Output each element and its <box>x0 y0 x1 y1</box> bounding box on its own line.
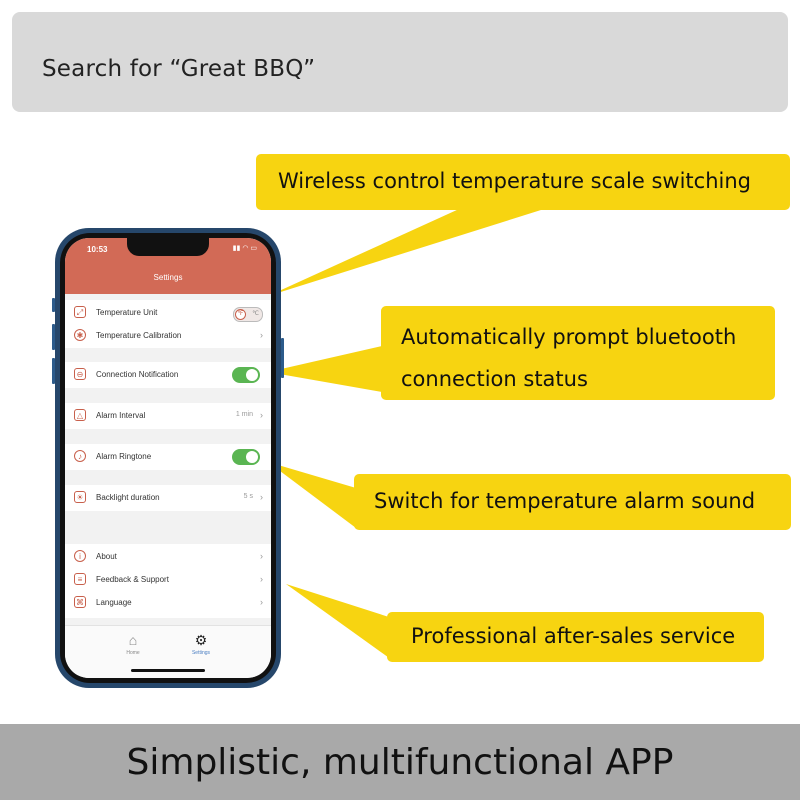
backlight-duration-value: 5 s <box>243 493 253 500</box>
settings-label: Alarm Ringtone <box>96 452 152 461</box>
tab-bar: ⌂ Home ⚙ Settings <box>65 625 271 678</box>
page-title: Settings <box>153 273 183 282</box>
settings-row-temperature-calibration[interactable]: ✱ Temperature Calibration › <box>65 325 271 347</box>
pointer-bluetooth <box>268 346 382 392</box>
footer-headline: Simplistic, multifunctional APP <box>126 742 674 783</box>
thermometer-icon: ⤢ <box>74 306 86 318</box>
alarm-ringtone-toggle[interactable] <box>232 449 260 465</box>
toggle-knob <box>246 369 258 381</box>
temperature-unit-switch[interactable]: ℉ ℃ <box>233 307 263 322</box>
info-icon: i <box>74 550 86 562</box>
settings-label: Connection Notification <box>96 370 179 379</box>
tab-label: Home <box>126 650 140 656</box>
feedback-icon: ≡ <box>74 573 86 585</box>
alarm-interval-value: 1 min <box>235 411 253 418</box>
link-icon: ⊖ <box>74 368 86 380</box>
callout-temp-scale-text: Wireless control temperature scale switc… <box>278 169 751 193</box>
callout-alarm-sound-text: Switch for temperature alarm sound <box>374 489 756 513</box>
home-indicator <box>131 669 205 672</box>
gear-icon: ⚙ <box>194 632 208 648</box>
settings-section-backlight: ☀ Backlight duration 5 s › <box>65 485 271 511</box>
settings-section-info: i About › ≡ Feedback & Support › ⌘ Langu… <box>65 544 271 618</box>
settings-label: Backlight duration <box>96 493 160 502</box>
settings-row-connection-notification[interactable]: ⊖ Connection Notification <box>65 364 271 386</box>
tab-home[interactable]: ⌂ Home <box>113 632 153 656</box>
pointer-temp-scale <box>268 204 560 296</box>
settings-row-language[interactable]: ⌘ Language › <box>65 592 271 614</box>
callout-after-sales-text: Professional after-sales service <box>411 624 736 648</box>
settings-label: Temperature Unit <box>96 308 158 317</box>
settings-section-connection: ⊖ Connection Notification <box>65 362 271 388</box>
phone-power-button <box>281 338 284 378</box>
settings-label: Alarm Interval <box>96 411 146 420</box>
calibration-icon: ✱ <box>74 329 86 341</box>
chevron-right-icon: › <box>260 551 263 561</box>
unit-fahrenheit: ℉ <box>235 309 246 320</box>
bell-icon: ♪ <box>74 450 86 462</box>
settings-row-alarm-interval[interactable]: △ Alarm Interval 1 min › <box>65 405 271 427</box>
footer-banner: Simplistic, multifunctional APP <box>0 724 800 800</box>
callout-temp-scale: Wireless control temperature scale switc… <box>256 154 790 210</box>
phone-mockup: 10:53 ▮▮ ◠ ▭ Settings ⤢ Temperature Unit… <box>52 228 284 688</box>
settings-label: Temperature Calibration <box>96 331 182 340</box>
chevron-right-icon: › <box>260 574 263 584</box>
pointer-after-sales <box>286 584 392 660</box>
chevron-right-icon: › <box>260 597 263 607</box>
tab-label: Settings <box>191 650 211 656</box>
backlight-icon: ☀ <box>74 491 86 503</box>
chevron-right-icon: › <box>260 330 263 340</box>
settings-label: About <box>96 552 117 561</box>
status-icons: ▮▮ ◠ ▭ <box>232 245 257 252</box>
settings-section-alarm-interval: △ Alarm Interval 1 min › <box>65 403 271 429</box>
unit-celsius: ℃ <box>252 311 259 317</box>
chevron-right-icon: › <box>260 410 263 420</box>
callout-bluetooth: Automatically prompt bluetooth connectio… <box>381 306 775 400</box>
phone-side-button <box>52 298 55 312</box>
home-icon: ⌂ <box>128 632 138 648</box>
callout-bluetooth-line1: Automatically prompt bluetooth <box>401 325 737 349</box>
settings-row-feedback-support[interactable]: ≡ Feedback & Support › <box>65 569 271 591</box>
callout-after-sales: Professional after-sales service <box>387 612 764 662</box>
status-time: 10:53 <box>87 245 108 254</box>
pointer-alarm-sound <box>268 462 356 528</box>
chevron-right-icon: › <box>260 492 263 502</box>
settings-label: Feedback & Support <box>96 575 169 584</box>
settings-row-backlight-duration[interactable]: ☀ Backlight duration 5 s › <box>65 487 271 509</box>
settings-label: Language <box>96 598 132 607</box>
phone-volume-up <box>52 324 55 350</box>
settings-section-ringtone: ♪ Alarm Ringtone <box>65 444 271 470</box>
phone-notch <box>127 238 209 256</box>
settings-row-about[interactable]: i About › <box>65 546 271 568</box>
settings-row-alarm-ringtone[interactable]: ♪ Alarm Ringtone <box>65 446 271 468</box>
search-banner: Search for “Great BBQ” <box>12 12 788 112</box>
toggle-knob <box>246 451 258 463</box>
phone-volume-down <box>52 358 55 384</box>
callout-alarm-sound: Switch for temperature alarm sound <box>354 474 791 530</box>
settings-row-temperature-unit[interactable]: ⤢ Temperature Unit ℉ ℃ <box>65 302 271 324</box>
language-icon: ⌘ <box>74 596 86 608</box>
connection-notification-toggle[interactable] <box>232 367 260 383</box>
callout-bluetooth-line2: connection status <box>401 367 588 391</box>
warning-icon: △ <box>74 409 86 421</box>
search-text: Search for “Great BBQ” <box>42 56 316 82</box>
tab-settings[interactable]: ⚙ Settings <box>181 632 221 656</box>
phone-screen: 10:53 ▮▮ ◠ ▭ Settings ⤢ Temperature Unit… <box>65 238 271 678</box>
settings-section-temperature: ⤢ Temperature Unit ℉ ℃ ✱ Temperature Cal… <box>65 300 271 348</box>
